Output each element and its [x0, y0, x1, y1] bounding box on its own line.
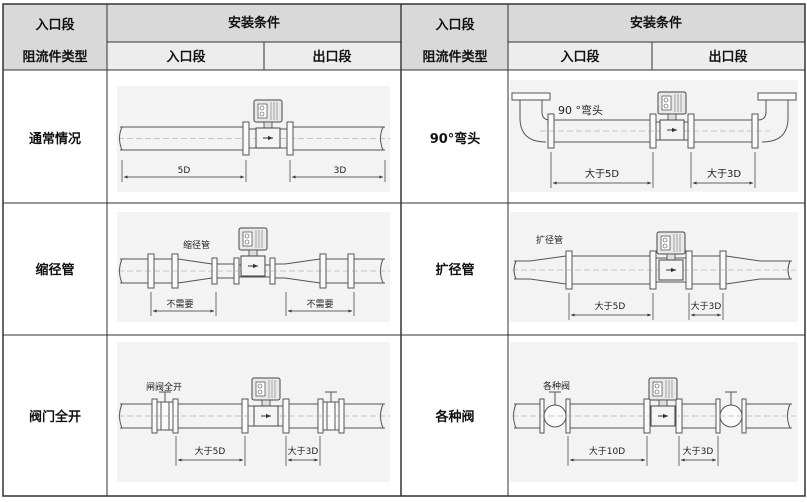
row2-left-label: 缩径管 [35, 262, 74, 278]
left-col-title-2: 阻流件类型 [22, 49, 87, 65]
right-col-title-2: 阻流件类型 [422, 49, 487, 65]
row2-right-dim-right: 大于3D [691, 300, 722, 312]
diagram-reducer [118, 253, 390, 289]
row2-left-annotation: 缩径管 [183, 239, 210, 251]
diagram-expander [512, 250, 796, 290]
inlet-right: 入口段 [560, 49, 599, 65]
row1-right-annotation: 90 °弯头 [558, 103, 603, 117]
row2-right-annotation: 扩径管 [536, 234, 563, 246]
row2-left-dim-left: 不需要 [166, 299, 193, 310]
row1-left-label: 通常情况 [29, 131, 81, 147]
row3-left-annotation: 闸阀全开 [146, 381, 182, 393]
row2-right-dim-left: 大于5D [595, 300, 626, 312]
row3-right-label: 各种阀 [434, 409, 474, 425]
diagram-panel-1L [117, 86, 390, 192]
row1-right-dim-right: 大于3D [707, 167, 741, 180]
left-col-title-1: 入口段 [35, 17, 74, 33]
row1-right-dim-left: 大于5D [585, 167, 619, 180]
diagram-various-valves [512, 391, 796, 434]
row3-left-label: 阀门全开 [29, 409, 81, 425]
outlet-right: 出口段 [708, 49, 747, 65]
row3-left-dim-left: 大于5D [195, 445, 226, 457]
row1-right-label: 90°弯头 [430, 131, 481, 147]
row2-left-dim-right: 不需要 [306, 299, 333, 310]
outlet-left: 出口段 [312, 49, 351, 65]
inlet-left: 入口段 [166, 49, 205, 65]
row3-right-dim-left: 大于10D [589, 445, 625, 457]
row3-right-dim-right: 大于3D [683, 445, 714, 457]
diagram-elbow [511, 92, 797, 149]
install-conditions-left: 安装条件 [228, 15, 280, 31]
row3-right-annotation: 各种阀 [543, 380, 570, 392]
row1-left-dim-left: 5D [178, 166, 191, 176]
row1-left-dim-right: 3D [334, 166, 347, 176]
row3-left-dim-right: 大于3D [288, 445, 319, 457]
right-col-title-1: 入口段 [435, 17, 474, 33]
row2-right-label: 扩径管 [435, 262, 474, 278]
install-conditions-right: 安装条件 [630, 15, 682, 31]
diagram-normal [118, 121, 390, 156]
